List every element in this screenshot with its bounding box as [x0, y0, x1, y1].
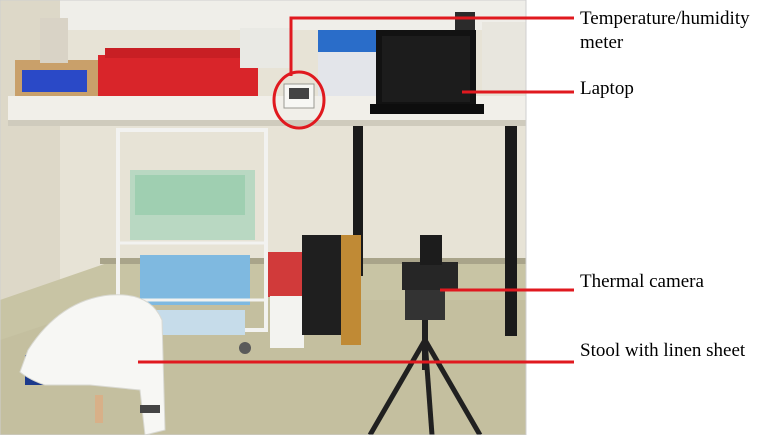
label-laptop: Laptop — [580, 78, 634, 99]
black-case — [302, 235, 344, 335]
label-temperature-humidity-meter: Temperature/humidity meter — [580, 8, 750, 53]
stool-with-linen-sheet — [19, 294, 166, 435]
label-stool: Stool with linen sheet — [580, 340, 746, 361]
thermal-camera-on-tripod — [367, 235, 483, 435]
wire-cart — [116, 128, 268, 354]
photo — [0, 0, 527, 435]
cardboard-box — [341, 235, 361, 345]
red-tray — [98, 55, 258, 97]
red-box — [268, 252, 306, 297]
label-thermal-camera: Thermal camera — [580, 271, 704, 292]
callout-temperature — [272, 16, 574, 130]
